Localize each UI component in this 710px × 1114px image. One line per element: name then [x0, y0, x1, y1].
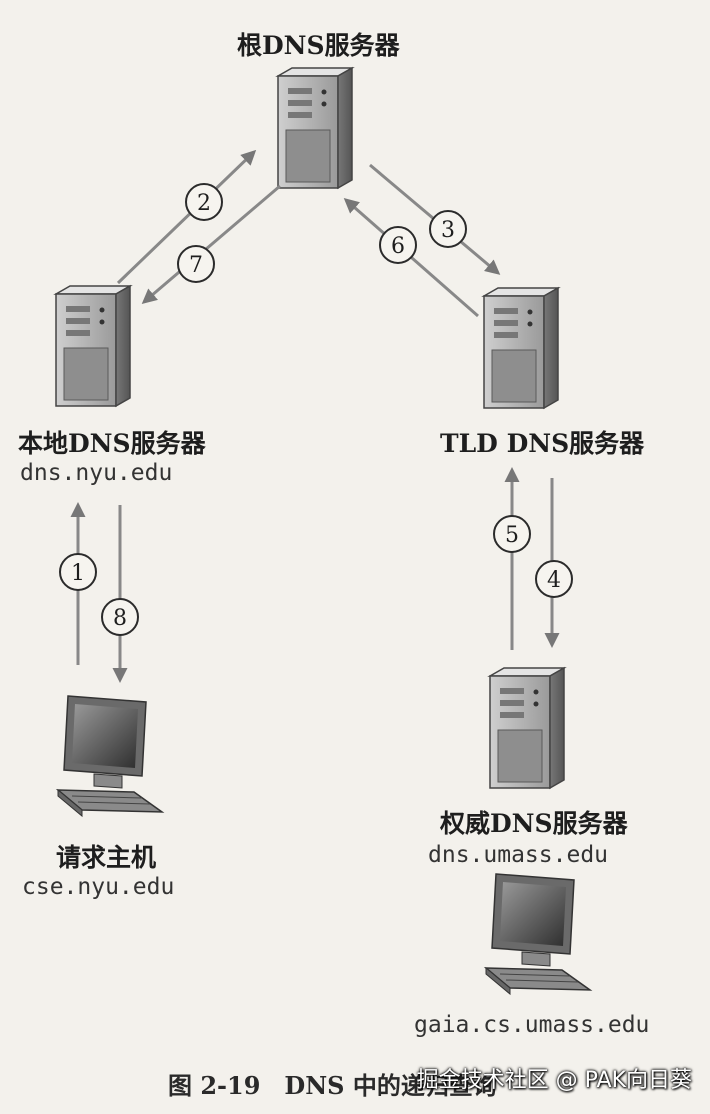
root-server-icon: [277, 67, 353, 189]
step-7-marker: 7: [177, 245, 215, 283]
target-host-name: gaia.cs.umass.edu: [414, 1012, 650, 1038]
step-3-marker: 3: [429, 210, 467, 248]
step-5-marker: 5: [493, 515, 531, 553]
local-server-icon: [55, 285, 131, 407]
step-2-marker: 2: [185, 183, 223, 221]
step-8-marker: 8: [101, 598, 139, 636]
step-7-number: 7: [189, 253, 203, 278]
step-5-number: 5: [505, 523, 519, 548]
local-server-label: 本地DNS服务器: [18, 429, 206, 458]
authoritative-server-host: dns.umass.edu: [428, 842, 609, 868]
tld-server-label: TLD DNS服务器: [440, 429, 645, 458]
step-6-number: 6: [391, 234, 405, 259]
watermark: 掘金技术社区 @ PAK向日葵: [416, 1068, 692, 1093]
tld-server-icon: [483, 287, 559, 409]
step-6-marker: 6: [379, 226, 417, 264]
step-1-marker: 1: [59, 553, 97, 591]
step-3-number: 3: [441, 218, 455, 243]
step-1-number: 1: [71, 561, 85, 586]
arrow-step-2: [116, 149, 257, 285]
step-2-number: 2: [197, 191, 211, 216]
figure-caption: 图 2-19 DNS 中的递归查询: [168, 1066, 521, 1101]
figure-number: 图 2-19: [168, 1071, 261, 1100]
requesting-host-label: 请求主机: [56, 843, 157, 872]
requesting-host-computer-icon: [57, 695, 163, 817]
figure-title: DNS 中的递归查询: [284, 1071, 497, 1100]
requesting-host-name: cse.nyu.edu: [22, 874, 175, 900]
arrow-step-6: [343, 198, 479, 318]
target-host-computer-icon: [485, 873, 591, 995]
query-arrows: [70, 149, 560, 683]
root-server-label: 根DNS服务器: [237, 31, 400, 60]
authoritative-server-icon: [489, 667, 565, 789]
step-4-marker: 4: [535, 560, 573, 598]
authoritative-server-label: 权威DNS服务器: [440, 809, 628, 838]
step-4-number: 4: [547, 568, 561, 593]
local-server-host: dns.nyu.edu: [20, 460, 173, 486]
arrow-step-7: [141, 184, 281, 304]
step-8-number: 8: [113, 606, 127, 631]
